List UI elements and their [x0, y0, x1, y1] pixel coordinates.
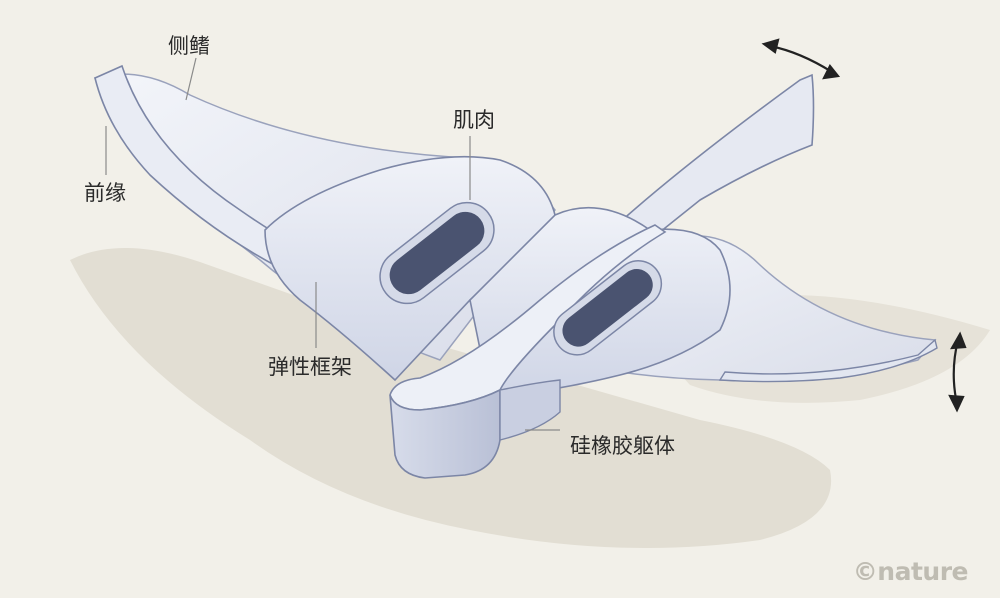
- flap-arrow-right-icon: [948, 331, 967, 413]
- label-lateral-fin: 侧鳍: [168, 34, 210, 58]
- silicone-body-front: [499, 379, 561, 441]
- right-upper-rod: [618, 73, 815, 241]
- muscle-left: [379, 201, 495, 305]
- label-muscle: 肌肉: [453, 108, 495, 132]
- label-elastic-frame: 弹性框架: [268, 355, 352, 379]
- muscle-right: [553, 260, 663, 356]
- right-fin-tip: [718, 338, 938, 383]
- flap-arrow-top-icon: [761, 38, 841, 80]
- label-leading-edge: 前缘: [84, 181, 126, 205]
- leader-lateral-fin: [185, 57, 197, 101]
- label-silicone-body: 硅橡胶躯体: [570, 434, 675, 458]
- nature-credit: ©nature: [852, 557, 969, 586]
